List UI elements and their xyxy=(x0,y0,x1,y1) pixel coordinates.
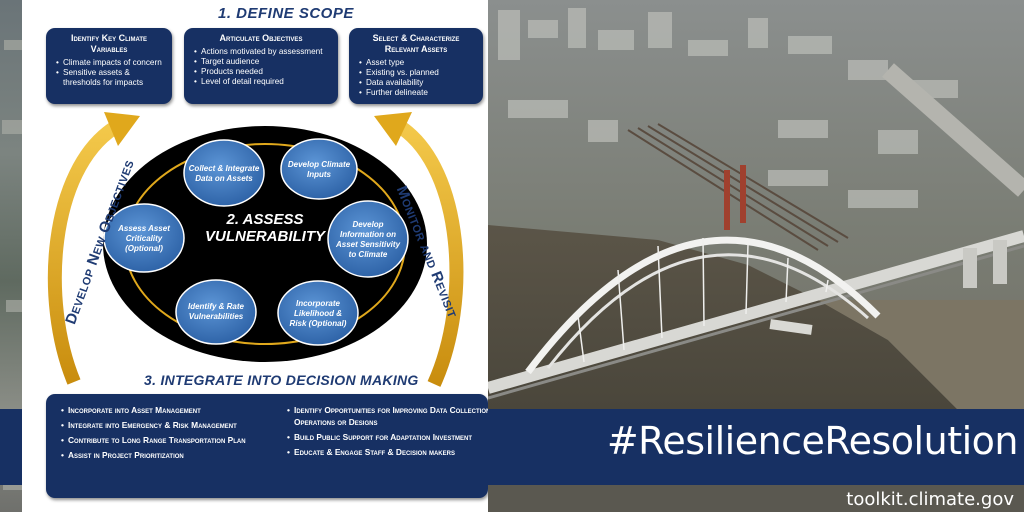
bubble-climate-inputs-label: Develop Climate Inputs xyxy=(287,160,351,179)
assess-title-line2: VULNERABILITY xyxy=(205,228,325,245)
source-url: toolkit.climate.gov xyxy=(846,489,1014,510)
define-scope-title: 1. DEFINE SCOPE xyxy=(218,5,354,22)
hashtag-banner: #ResilienceResolution xyxy=(488,409,1024,485)
assess-title-line1: 2. ASSESS xyxy=(226,211,304,228)
climate-variables-box: Identify Key Climate Variables Climate i… xyxy=(46,28,172,104)
monitor-arrow xyxy=(397,122,464,387)
monitor-arrowhead xyxy=(374,112,412,146)
assets-title: Select & Characterize Relevant Assets xyxy=(372,33,460,54)
list-item: Further delineate xyxy=(359,88,476,98)
bubble-collect-data xyxy=(183,139,265,207)
develop-arrowhead xyxy=(104,112,140,146)
bubble-asset-sensitivity xyxy=(327,200,409,278)
bubble-likelihood-risk xyxy=(277,280,359,346)
list-item: Climate impacts of concern xyxy=(56,58,165,68)
objectives-box: Articulate Objectives Actions motivated … xyxy=(184,28,338,104)
integrate-left-list: Incorporate into Asset Management Integr… xyxy=(58,404,268,464)
bubble-asset-criticality-label: Assess Asset Criticality (Optional) xyxy=(118,224,170,253)
list-item: Existing vs. planned xyxy=(359,68,476,78)
list-item: Educate & Engage Staff & Decision makers xyxy=(287,446,494,458)
bubble-likelihood-risk-label: Incorporate Likelihood & Risk (Optional) xyxy=(289,299,347,328)
list-item: Target audience xyxy=(194,57,331,67)
list-item: Identify Opportunities for Improving Dat… xyxy=(287,404,494,428)
list-item: Sensitive assets & thresholds for impact… xyxy=(56,68,165,88)
list-item: Integrate into Emergency & Risk Manageme… xyxy=(61,419,268,431)
banner-left-band xyxy=(0,409,22,485)
climate-variables-title: Identify Key Climate Variables xyxy=(70,33,148,54)
list-item: Build Public Support for Adaptation Inve… xyxy=(287,431,494,443)
list-item: Asset type xyxy=(359,58,476,68)
bubble-asset-criticality xyxy=(103,203,185,273)
objectives-title: Articulate Objectives xyxy=(219,33,303,43)
integrate-right-list: Identify Opportunities for Improving Dat… xyxy=(284,404,494,461)
assets-box: Select & Characterize Relevant Assets As… xyxy=(349,28,483,104)
assessment-cycle-graphic xyxy=(47,112,464,387)
bubble-identify-vulnerabilities-label: Identify & Rate Vulnerabilities xyxy=(187,302,244,321)
list-item: Contribute to Long Range Transportation … xyxy=(61,434,268,446)
develop-arrow xyxy=(47,122,119,385)
bubble-collect-data-label: Collect & Integrate Data on Assets xyxy=(188,164,260,183)
assess-vulnerability-title: 2. ASSESS VULNERABILITY xyxy=(205,211,325,245)
list-item: Assist in Project Prioritization xyxy=(61,449,268,461)
list-item: Incorporate into Asset Management xyxy=(61,404,268,416)
bubble-climate-inputs xyxy=(280,138,358,200)
bubble-asset-sensitivity-label: Develop Information on Asset Sensitivity… xyxy=(335,220,401,259)
list-item: Level of detail required xyxy=(194,77,331,87)
framework-diagram: 1. DEFINE SCOPE Identify Key Climate Var… xyxy=(22,0,493,512)
bubble-identify-vulnerabilities xyxy=(175,279,257,345)
list-item: Data availability xyxy=(359,78,476,88)
list-item: Products needed xyxy=(194,67,331,77)
integrate-decision-making-title: 3. INTEGRATE INTO DECISION MAKING xyxy=(144,372,419,388)
hashtag-text: #ResilienceResolution xyxy=(606,419,1019,463)
integrate-box: Incorporate into Asset Management Integr… xyxy=(46,394,493,498)
list-item: Actions motivated by assessment xyxy=(194,47,331,57)
